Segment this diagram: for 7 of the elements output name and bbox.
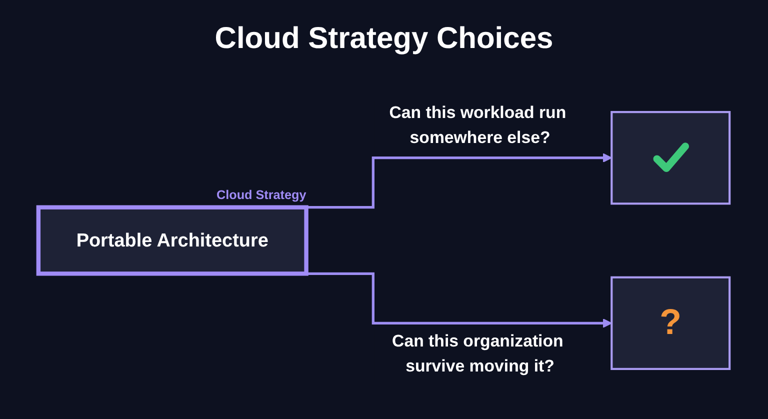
edge-label: Can this organization survive moving it? — [392, 332, 564, 376]
edge-label: Can this workload run somewhere else? — [389, 104, 566, 148]
node-caption: Cloud Strategy — [216, 188, 306, 202]
node-box: ? — [610, 276, 731, 370]
diagram-title: Cloud Strategy Choices — [214, 22, 554, 56]
node-box: Portable Architecture — [36, 205, 308, 276]
node-box — [610, 110, 731, 205]
